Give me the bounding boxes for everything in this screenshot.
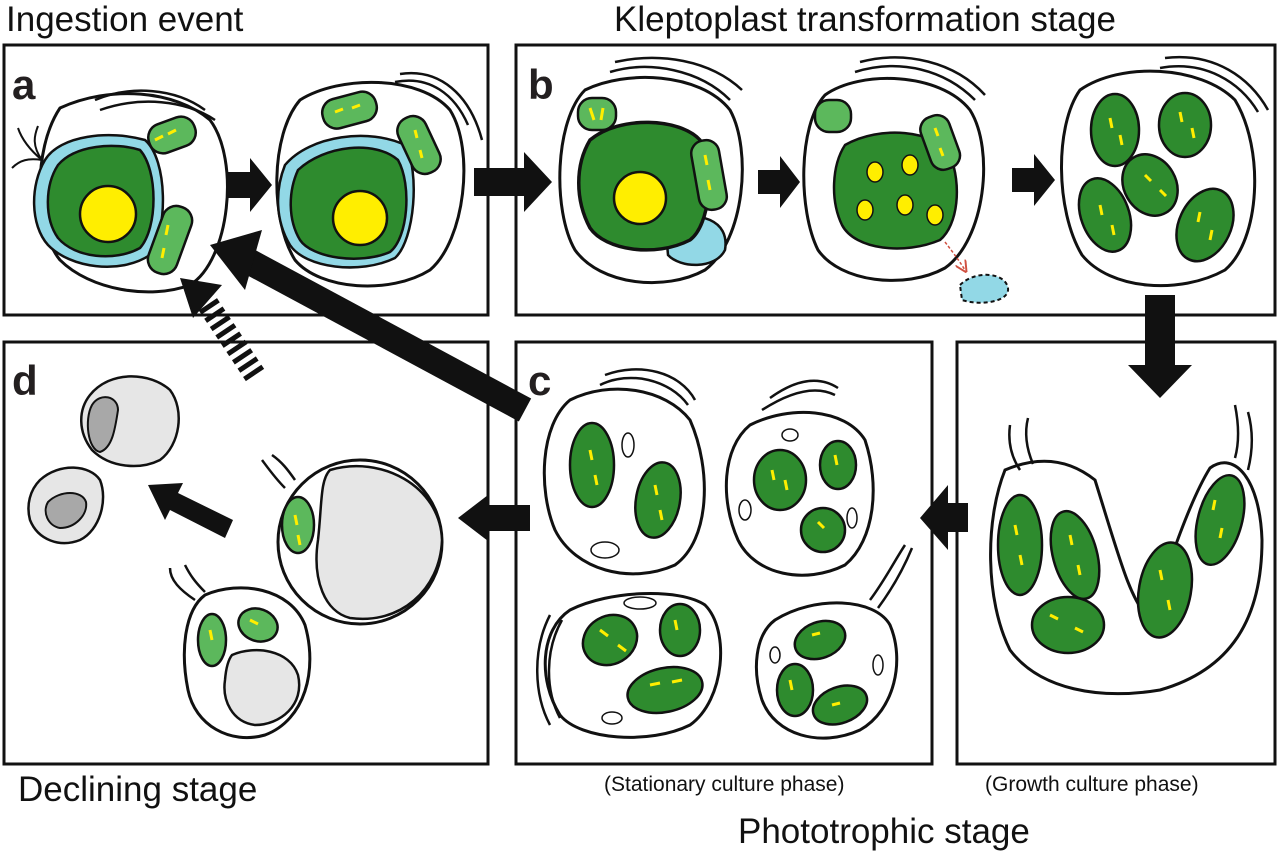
panel-d-debris-1	[80, 375, 180, 468]
title-declining-stage: Declining stage	[18, 770, 258, 809]
panel-c-cell-2	[724, 379, 875, 577]
panel-c-frame	[514, 340, 934, 766]
expelled-vacuole	[958, 273, 1009, 304]
panel-c-cell-4	[754, 544, 914, 740]
panel-c-cell-3	[536, 592, 723, 739]
panel-c-cell-1	[542, 368, 706, 576]
title-phototrophic-stage: Phototrophic stage	[738, 812, 1030, 851]
arrow-b1-b2	[758, 156, 800, 208]
panel-label-a: a	[12, 61, 36, 108]
panel-d-cell-small	[168, 564, 312, 740]
label-stationary-phase: (Stationary culture phase)	[604, 773, 845, 796]
arrow-growth-to-c	[920, 485, 968, 550]
panel-label-b: b	[528, 61, 554, 108]
growth-dividing-cell	[989, 404, 1264, 696]
title-ingestion-event: Ingestion event	[6, 0, 244, 39]
panel-a-cell-1	[11, 89, 229, 294]
arrow-b2-b3	[1012, 154, 1055, 206]
label-growth-phase: (Growth culture phase)	[985, 773, 1199, 796]
panel-d-debris-2	[27, 466, 105, 545]
panel-label-c: c	[528, 357, 552, 404]
arrow-d-to-a-dashed	[180, 278, 265, 382]
arrow-a-to-b	[474, 152, 552, 212]
arrow-d-internal	[148, 483, 233, 538]
panel-b-cell-1	[558, 56, 744, 285]
arrow-b-to-growth	[1128, 295, 1192, 398]
panel-label-d: d	[12, 357, 38, 404]
panel-b-cell-2	[802, 56, 1009, 304]
panel-b-cell-3	[1060, 55, 1270, 288]
panel-d-cell-large	[260, 453, 444, 626]
title-kleptoplast-stage: Kleptoplast transformation stage	[614, 0, 1116, 39]
arrow-c-to-d	[458, 495, 530, 541]
panel-growth-frame	[955, 340, 1277, 766]
arrow-a1-a2	[228, 158, 272, 212]
panel-a-cell-2	[275, 71, 484, 288]
arrow-c-to-a	[210, 230, 532, 422]
